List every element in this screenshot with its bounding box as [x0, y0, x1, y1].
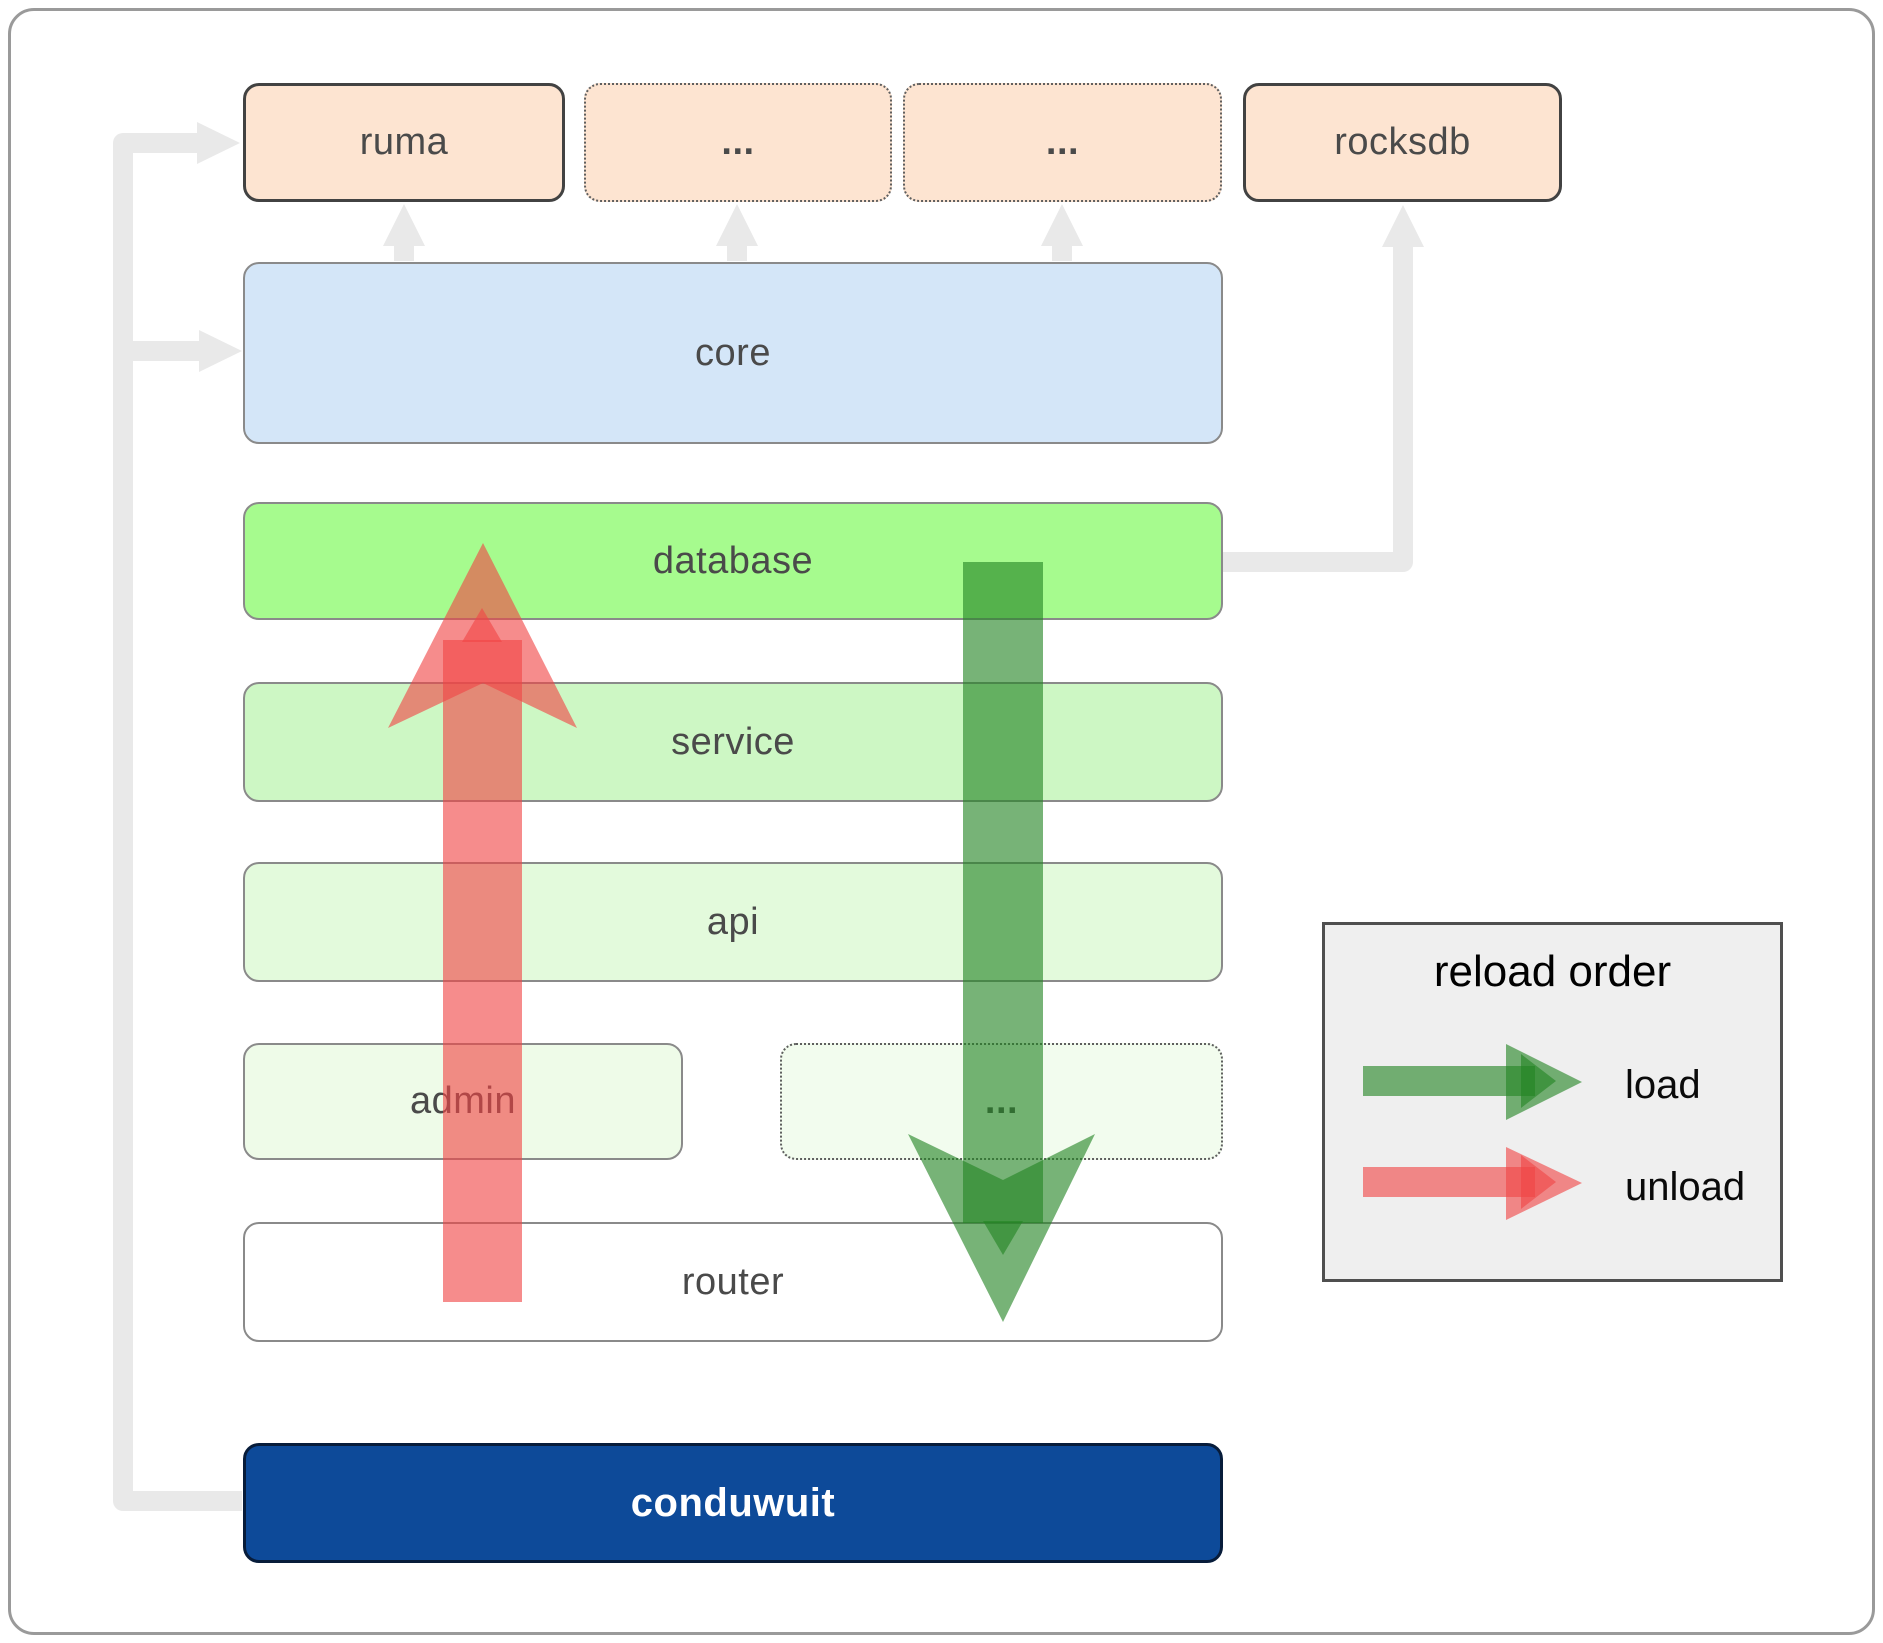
- node-ellipsis-3-label: ...: [984, 1080, 1019, 1122]
- node-ellipsis-3: ...: [780, 1043, 1223, 1160]
- legend-title: reload order: [1433, 947, 1672, 996]
- diagram-outer-frame: [8, 8, 1875, 1635]
- node-rocksdb-label: rocksdb: [1334, 121, 1471, 163]
- legend-reload-order: reload order load unload: [1322, 922, 1783, 1282]
- legend-load-label: load: [1625, 1063, 1701, 1107]
- node-rocksdb: rocksdb: [1243, 83, 1562, 202]
- node-router-label: router: [681, 1260, 785, 1303]
- node-admin: admin: [243, 1043, 683, 1160]
- node-ruma-label: ruma: [359, 121, 449, 163]
- node-router: router: [243, 1222, 1223, 1342]
- node-ellipsis-2: ...: [903, 83, 1222, 202]
- node-ellipsis-1: ...: [584, 83, 892, 202]
- node-api-label: api: [706, 900, 760, 943]
- node-admin-label: admin: [410, 1080, 516, 1122]
- node-ellipsis-1-label: ...: [721, 121, 755, 163]
- node-ruma: ruma: [243, 83, 565, 202]
- node-api: api: [243, 862, 1223, 982]
- node-core: core: [243, 262, 1223, 444]
- node-core-label: core: [695, 331, 771, 374]
- node-database: database: [243, 502, 1223, 620]
- node-service-label: service: [671, 720, 795, 763]
- node-ellipsis-2-label: ...: [1045, 121, 1080, 163]
- node-conduwuit-label: conduwuit: [630, 1480, 836, 1525]
- legend-unload-label: unload: [1625, 1165, 1746, 1209]
- node-conduwuit: conduwuit: [243, 1443, 1223, 1563]
- node-database-label: database: [652, 539, 814, 582]
- node-service: service: [243, 682, 1223, 802]
